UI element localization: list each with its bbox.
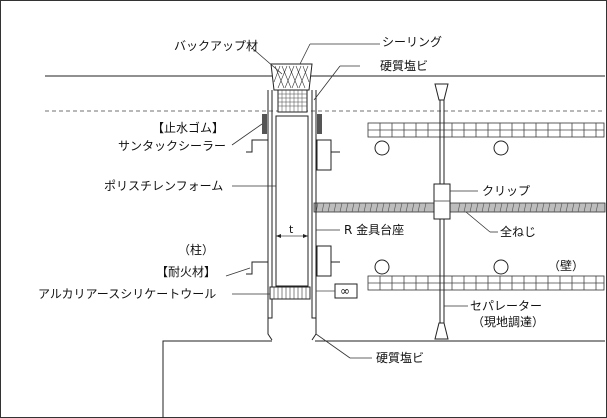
full-screw-rod <box>313 202 606 213</box>
label-fireproof-material: 【耐火材】 <box>156 265 216 279</box>
label-sun-tack-sealer: サンタックシーラー <box>118 139 226 153</box>
bracket-left-bottom <box>246 261 268 275</box>
label-alumina-silicate-wool: アルカリアースシリケートウール <box>38 287 216 301</box>
polystyrene-foam <box>275 115 309 287</box>
label-polystyrene-foam: ポリスチレンフォーム <box>104 179 223 193</box>
label-waterstop-rubber: 【止水ゴム】 <box>152 120 224 135</box>
hard-pvc-right <box>311 90 317 319</box>
waterstop-rubber <box>262 114 267 134</box>
joint-assembly <box>246 63 358 341</box>
label-clip: クリップ <box>482 184 530 198</box>
rebar-circle <box>374 259 390 275</box>
label-r-fitting-base: R 金具台座 <box>344 222 404 237</box>
label-backup-material: バックアップ材 <box>174 39 258 53</box>
bracket-left-top <box>246 139 268 153</box>
r-fitting-base <box>316 245 332 277</box>
rebar-circle <box>374 140 390 156</box>
label-column: （柱） <box>178 242 214 257</box>
wall-mesh-upper <box>367 122 605 138</box>
label-hard-pvc-top: 硬質塩ビ <box>380 58 428 73</box>
label-hard-pvc-bottom: 硬質塩ビ <box>376 350 424 365</box>
column-outline <box>162 340 272 418</box>
r-fitting-base <box>316 139 332 171</box>
label-wall: （壁） <box>548 258 584 273</box>
clip <box>433 183 451 220</box>
waterstop-rubber <box>317 114 322 134</box>
rebar-circle <box>493 140 509 156</box>
hard-pvc-left <box>267 90 273 319</box>
wall-mesh-lower <box>367 275 605 291</box>
label-separator: セパレーター <box>470 299 542 313</box>
label-full-screw: 全ねじ <box>500 224 536 239</box>
leader-lines <box>225 43 498 359</box>
label-sealing: シーリング <box>382 35 442 49</box>
rebar-circle <box>493 259 509 275</box>
sealing <box>270 63 313 91</box>
label-dimension-t: t <box>289 223 294 236</box>
backup-material <box>277 89 308 113</box>
bottom-flare-left <box>267 318 273 341</box>
label-infinity: ∞ <box>340 284 350 298</box>
label-separator-note: （現地調達） <box>472 315 544 329</box>
